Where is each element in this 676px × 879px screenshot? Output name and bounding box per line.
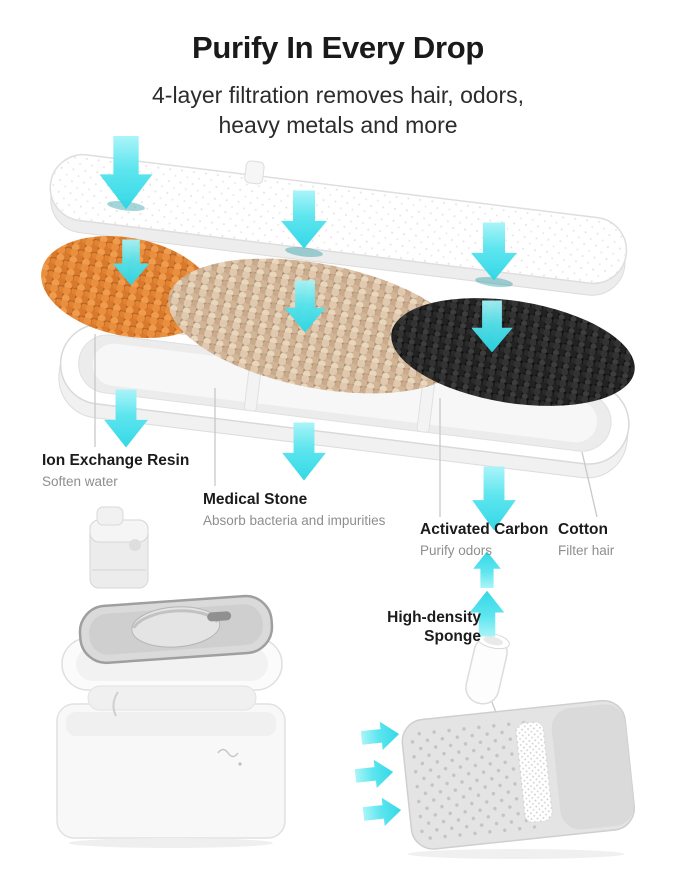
layer-description: Absorb bacteria and impurities <box>203 513 386 529</box>
pump-nozzle <box>465 632 510 705</box>
brand-logo <box>217 748 239 758</box>
layer-description: Purify odors <box>420 543 493 559</box>
label-cotton: Cotton Filter hair <box>558 520 614 560</box>
filter-box-unit <box>89 506 149 589</box>
sponge-label-line-2: Sponge <box>424 628 481 646</box>
layer-name: Medical Stone <box>203 491 308 508</box>
layer-description: Filter hair <box>558 543 615 559</box>
page-subtitle: 4-layer filtration removes hair, odors, … <box>0 80 676 141</box>
label-medical-stone: Medical Stone Absorb bacteria and impuri… <box>203 490 385 530</box>
subtitle-line-2: heavy metals and more <box>218 112 458 139</box>
flow-arrow-icon <box>362 795 403 829</box>
layer-name: Activated Carbon <box>420 521 549 538</box>
sponge-label-line-1: High-density <box>387 609 481 626</box>
flow-arrow-icon <box>354 757 395 791</box>
stone-beads <box>168 258 468 394</box>
leader-line <box>581 451 598 518</box>
label-high-density-sponge: High-density Sponge <box>383 608 481 647</box>
label-activated-carbon: Activated Carbon Purify odors <box>420 520 548 560</box>
steel-tray <box>78 594 274 665</box>
filter-tray <box>58 323 630 479</box>
fountain-tank <box>56 703 286 848</box>
layer-name: Ion Exchange Resin <box>42 452 190 469</box>
filter-media <box>41 236 635 406</box>
flow-arrow-icon <box>360 719 401 753</box>
slab-tab <box>244 160 265 185</box>
layer-description: Soften water <box>42 474 118 490</box>
label-ion-exchange-resin: Ion Exchange Resin Soften water <box>42 451 189 491</box>
header: Purify In Every Drop 4-layer filtration … <box>0 30 676 141</box>
page-title: Purify In Every Drop <box>191 30 485 65</box>
pump-housing <box>401 699 636 850</box>
layer-name: Cotton <box>558 521 608 538</box>
carbon-granules <box>391 298 635 406</box>
subtitle-line-1: 4-layer filtration removes hair, odors, <box>152 82 524 108</box>
